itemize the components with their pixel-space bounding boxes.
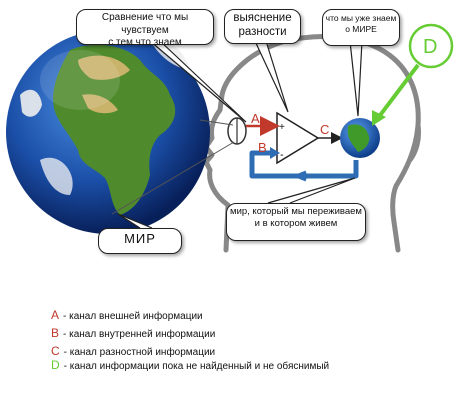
comparator-minus: -	[280, 149, 284, 161]
return-arrow	[291, 170, 307, 182]
callout-experienced-line1: мир, который мы переживаем	[230, 206, 362, 217]
callout-known: что мы уже знаем о МИРЕ	[322, 9, 400, 46]
callout-experienced: мир, который мы переживаем и в котором ж…	[226, 203, 366, 241]
label-d: D	[423, 36, 437, 58]
callout-compare-line1: Сравнение что мы чувствуем	[101, 12, 189, 36]
callout-difference-line1: выяснение	[233, 12, 292, 24]
legend-item-b: B- канал внутренней информации	[51, 326, 215, 340]
legend-text-d: - канал информации пока не найденный и н…	[63, 361, 330, 372]
callout-compare: Сравнение что мы чувствуем с тем что зна…	[76, 9, 214, 48]
channel-b-loop	[249, 150, 359, 179]
channel-d-arrow	[376, 63, 420, 120]
legend-item-d: D- канал информации пока не найденный и …	[51, 358, 329, 372]
label-b: B	[258, 140, 267, 155]
legend-key-d: D	[51, 358, 60, 372]
label-c: C	[320, 122, 329, 137]
channel-d-circle	[408, 23, 454, 69]
callout-difference: выяснение разности	[224, 9, 301, 44]
legend-text-c: - канал разностной информации	[63, 347, 216, 358]
legend-item-c: C- канал разностной информации	[51, 344, 215, 358]
comparator	[276, 111, 320, 165]
label-a: A	[251, 111, 260, 126]
callout-known-line1: что мы уже знаем	[325, 13, 397, 23]
legend-text-b: - канал внутренней информации	[63, 329, 216, 340]
callout-world-label: МИР	[124, 231, 156, 246]
brain-globe	[340, 118, 380, 158]
callout-compare-line2: с тем что знаем	[108, 37, 182, 48]
legend-text-a: - канал внешней информации	[63, 311, 203, 322]
earth-globe	[6, 30, 210, 234]
comparator-plus: +	[279, 122, 285, 133]
callout-world: МИР	[98, 228, 182, 254]
legend-key-c: C	[51, 344, 60, 358]
legend-item-a: A- канал внешней информации	[51, 308, 203, 322]
callout-known-line2: о МИРЕ	[345, 23, 377, 34]
callout-difference-line2: разности	[238, 26, 287, 39]
legend-key-a: A	[51, 308, 60, 322]
legend-key-b: B	[51, 326, 60, 340]
callout-experienced-line2: и в котором живем	[254, 217, 338, 229]
